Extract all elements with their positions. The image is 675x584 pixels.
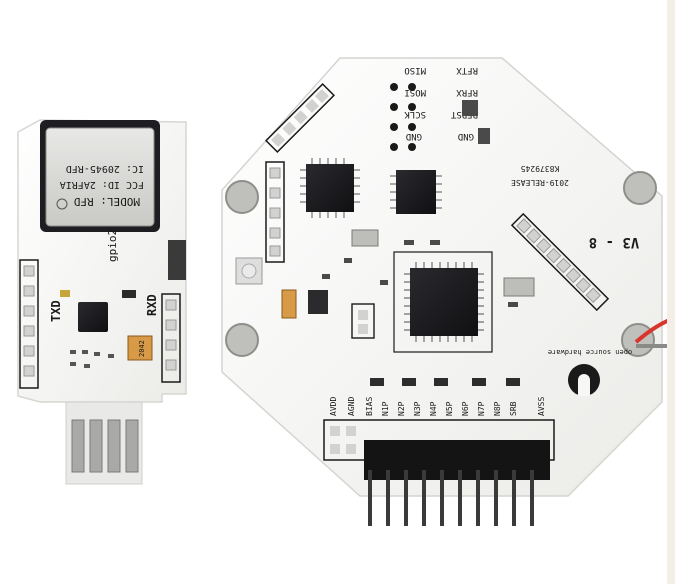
mcu-chip-small-pins [300,158,360,218]
bottom-label-11: SRB [509,401,518,416]
bottom-label-10: N8P [493,401,502,416]
module-id-2: IC: 20945-RFD [66,163,144,174]
pin-label-right-0: GND [458,131,474,141]
resistor [122,290,136,298]
bottom-header-pins [368,470,534,526]
cap-label: 2042 [138,340,146,357]
module-dot [56,198,68,210]
rf-chip-pins [390,175,442,209]
bottom-label-2: BIAS [365,397,374,416]
rf-module-shield [45,127,155,227]
bottom-label-7: N5P [445,401,454,416]
pin-label-right-3: RFTX [456,65,478,75]
dongle-pads-left [23,265,35,377]
button-cap [241,263,257,279]
bottom-label-3: N1P [381,401,390,416]
dongle-header-left [19,259,39,389]
oshw-text: open source hardware [548,348,632,356]
header-left-pads [269,167,281,257]
pin-label-right-2: RFRX [456,87,478,97]
version-label: V3 - 8 [589,234,640,250]
cap-tantalum-main [281,289,297,319]
header-left [265,161,285,263]
pin-label-left-3: MISO [404,65,426,75]
serial-label: K8379245 [521,164,560,173]
bottom-label-0: AVDD [329,397,338,416]
bottom-label-8: N6P [461,401,470,416]
switch [168,240,186,280]
adc-chip-pins [404,262,484,342]
bottom-label-12: AVSS [537,397,546,416]
regulator [308,290,328,314]
bottom-label-1: AGND [347,397,356,416]
module-label: MODEL: RFD [74,195,140,208]
adc-chip [410,268,478,336]
smd-parts [70,350,114,368]
usb-bridge-chip [78,302,108,332]
smd-main [322,100,518,307]
bottom-header-body [364,440,550,480]
pin-rxd-label: RXD [145,294,159,316]
bottom-label-6: N4P [429,401,438,416]
jumper [351,303,375,339]
dongle-header-right [161,293,181,383]
bottom-label-9: N7P [477,401,486,416]
led [60,290,70,297]
usb-dongle: MODEL: RFD FCC ID: 2AFRIA IC: 20945-RFD … [17,119,187,485]
adc-chip-outline [393,251,493,353]
release-label: 2019-RELEASE [511,178,569,187]
bottom-header-pads [330,426,356,454]
right-frame-edge [667,0,675,584]
cap-tantalum [127,335,153,361]
bottom-resistors [370,378,520,386]
bottom-label-5: N3P [413,401,422,416]
gpio-label: gpio2 [106,229,119,262]
rf-chip [396,170,436,214]
pin-label-left-1: SCLK [404,109,426,119]
dongle-pads-right [165,299,177,371]
crystal-2 [503,277,535,297]
pin-label-left-2: MOSI [404,87,426,97]
oshw-logo: open source hardware [548,348,632,396]
jumper-pad-1 [358,310,368,320]
usb-contacts [71,419,139,473]
header-right [510,212,610,312]
jumper-pad-2 [358,324,368,334]
pin-label-left-0: GND [406,131,422,141]
top-pin-dots [390,83,416,151]
pin-txd-label: TXD [49,300,63,322]
main-board: GND SCLK MOSI MISO GND RFRST RFRX RFTX [221,57,675,526]
bottom-labels: AVDD AGND BIAS N1P N2P N3P N4P N5P N6P N… [329,397,546,416]
crystal-1 [351,229,379,247]
bottom-label-4: N2P [397,401,406,416]
mcu-chip-small [306,164,354,212]
module-id-1: FCC ID: 2AFRIA [60,179,144,190]
